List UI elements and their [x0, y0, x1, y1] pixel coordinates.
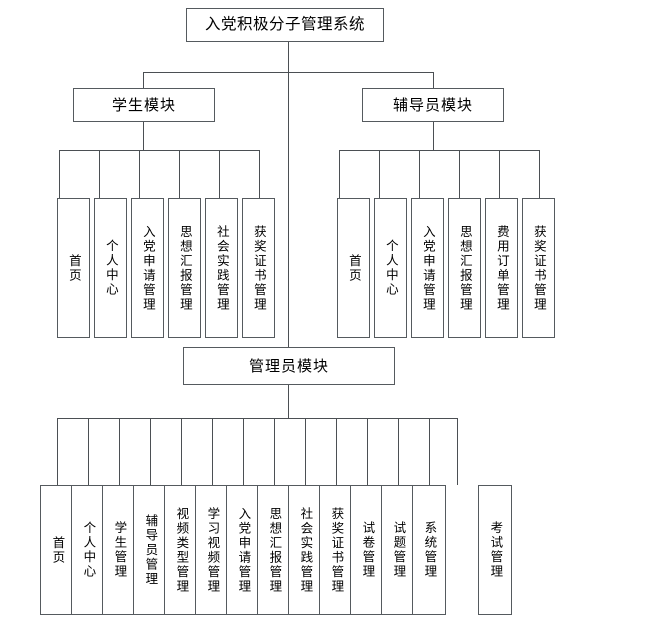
node-student-leaf-2: 入党申请管理 — [131, 198, 164, 338]
node-admin-leaf-1-label: 个人中心 — [81, 521, 97, 579]
connector-admin-leaf-6 — [243, 418, 244, 485]
connector-admin-leaf-9 — [336, 418, 337, 485]
node-admin-leaf-1: 个人中心 — [71, 485, 105, 615]
node-counselor-leaf-2: 入党申请管理 — [411, 198, 444, 338]
node-root-label: 入党积极分子管理系统 — [204, 15, 365, 34]
connector-admin-leaf-3 — [150, 418, 151, 485]
node-admin-leaf-10-label: 试卷管理 — [360, 521, 376, 579]
connector-admin-stem — [288, 385, 289, 418]
connector-student-leaf-0 — [59, 150, 60, 198]
connector-counselor-leaf-1 — [379, 150, 380, 198]
node-admin-leaf-2: 学生管理 — [102, 485, 136, 615]
connector-counselor-leaf-4 — [499, 150, 500, 198]
connector-bus-to-student — [143, 72, 144, 88]
node-admin-leaf-6: 入党申请管理 — [226, 485, 260, 615]
node-counselor-leaf-5: 获奖证书管理 — [522, 198, 555, 338]
node-counselor-leaf-1: 个人中心 — [374, 198, 407, 338]
connector-student-bus — [59, 150, 259, 151]
connector-admin-leaf-1 — [88, 418, 89, 485]
connector-admin-leaf-12 — [429, 418, 430, 485]
connector-admin-leaf-10 — [367, 418, 368, 485]
node-admin-leaf-8-label: 社会实践管理 — [298, 506, 314, 594]
node-student-leaf-4-label: 社会实践管理 — [214, 224, 230, 312]
connector-counselor-leaf-5 — [539, 150, 540, 198]
node-admin-leaf-6-label: 入党申请管理 — [236, 506, 252, 594]
connector-student-leaf-5 — [259, 150, 260, 198]
connector-student-leaf-3 — [179, 150, 180, 198]
node-student-leaf-0-label: 首页 — [66, 253, 82, 283]
node-admin-leaf-9: 获奖证书管理 — [319, 485, 353, 615]
node-student-leaf-4: 社会实践管理 — [205, 198, 238, 338]
node-counselor-module: 辅导员模块 — [362, 88, 504, 122]
node-student-leaf-3-label: 思想汇报管理 — [177, 224, 193, 312]
node-admin-leaf-11-label: 试题管理 — [391, 521, 407, 579]
node-admin-leaf-3-label: 辅导员管理 — [143, 513, 159, 587]
connector-admin-leaf-11 — [398, 418, 399, 485]
connector-student-leaf-4 — [219, 150, 220, 198]
connector-admin-leaf-8 — [305, 418, 306, 485]
connector-admin-bus-end — [457, 418, 458, 485]
node-student-leaf-2-label: 入党申请管理 — [140, 224, 156, 312]
node-student-leaf-5: 获奖证书管理 — [242, 198, 275, 338]
node-admin-leaf-12: 系统管理 — [412, 485, 446, 615]
connector-student-leaf-2 — [139, 150, 140, 198]
connector-admin-leaf-5 — [212, 418, 213, 485]
connector-root-stem — [288, 42, 289, 72]
node-admin-leaf-13: 考试管理 — [478, 485, 512, 615]
node-counselor-module-label: 辅导员模块 — [392, 95, 473, 114]
connector-counselor-stem — [433, 122, 434, 150]
node-admin-leaf-13-label: 考试管理 — [488, 521, 504, 579]
node-student-module: 学生模块 — [73, 88, 215, 122]
connector-counselor-bus — [339, 150, 539, 151]
node-student-leaf-0: 首页 — [57, 198, 90, 338]
node-counselor-leaf-5-label: 获奖证书管理 — [531, 224, 547, 312]
node-admin-leaf-9-label: 获奖证书管理 — [329, 506, 345, 594]
node-admin-leaf-5-label: 学习视频管理 — [205, 506, 221, 594]
node-counselor-leaf-3-label: 思想汇报管理 — [457, 224, 473, 312]
node-counselor-leaf-1-label: 个人中心 — [383, 239, 399, 297]
connector-student-stem — [143, 122, 144, 150]
node-admin-leaf-4-label: 视频类型管理 — [174, 506, 190, 594]
node-admin-leaf-7: 思想汇报管理 — [257, 485, 291, 615]
node-admin-module: 管理员模块 — [183, 347, 395, 385]
node-counselor-leaf-3: 思想汇报管理 — [448, 198, 481, 338]
node-student-leaf-1: 个人中心 — [94, 198, 127, 338]
node-counselor-leaf-0-label: 首页 — [346, 253, 362, 283]
node-student-module-label: 学生模块 — [111, 95, 176, 114]
node-admin-leaf-3: 辅导员管理 — [133, 485, 167, 615]
connector-counselor-leaf-2 — [419, 150, 420, 198]
node-admin-leaf-7-label: 思想汇报管理 — [267, 506, 283, 594]
node-admin-leaf-5: 学习视频管理 — [195, 485, 229, 615]
node-admin-leaf-4: 视频类型管理 — [164, 485, 198, 615]
node-counselor-leaf-4-label: 费用订单管理 — [494, 224, 510, 312]
node-admin-leaf-12-label: 系统管理 — [422, 521, 438, 579]
node-counselor-leaf-2-label: 入党申请管理 — [420, 224, 436, 312]
node-admin-leaf-2-label: 学生管理 — [112, 521, 128, 579]
node-admin-module-label: 管理员模块 — [248, 356, 329, 375]
node-admin-leaf-8: 社会实践管理 — [288, 485, 322, 615]
node-admin-leaf-0-label: 首页 — [50, 535, 66, 565]
connector-bus-to-counselor — [433, 72, 434, 88]
connector-student-leaf-1 — [99, 150, 100, 198]
node-counselor-leaf-0: 首页 — [337, 198, 370, 338]
node-admin-leaf-0: 首页 — [40, 485, 74, 615]
connector-counselor-leaf-3 — [459, 150, 460, 198]
connector-root-to-admin-spine — [288, 72, 289, 347]
connector-admin-leaf-7 — [274, 418, 275, 485]
connector-admin-bus — [57, 418, 458, 419]
node-admin-leaf-10: 试卷管理 — [350, 485, 384, 615]
node-admin-leaf-11: 试题管理 — [381, 485, 415, 615]
connector-admin-leaf-0 — [57, 418, 58, 485]
node-root: 入党积极分子管理系统 — [186, 8, 384, 42]
node-student-leaf-3: 思想汇报管理 — [168, 198, 201, 338]
connector-admin-leaf-4 — [181, 418, 182, 485]
node-counselor-leaf-4: 费用订单管理 — [485, 198, 518, 338]
node-student-leaf-5-label: 获奖证书管理 — [251, 224, 267, 312]
connector-counselor-leaf-0 — [339, 150, 340, 198]
connector-admin-leaf-2 — [119, 418, 120, 485]
node-student-leaf-1-label: 个人中心 — [103, 239, 119, 297]
